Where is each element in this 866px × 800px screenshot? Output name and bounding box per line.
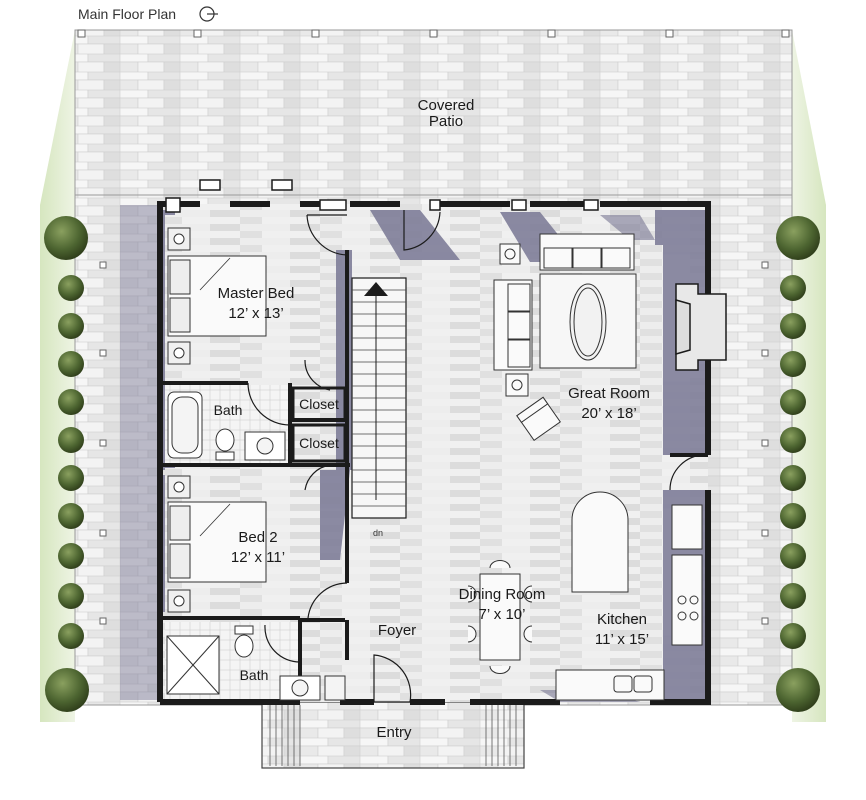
closets xyxy=(291,386,347,463)
great-room-label: Great Room xyxy=(568,385,650,402)
windows xyxy=(165,179,599,213)
dining-room-size: 7’ x 10’ xyxy=(479,606,526,623)
foyer-label: Foyer xyxy=(378,622,416,639)
great-room-furniture xyxy=(493,233,637,441)
master-bed-size: 12’ x 13’ xyxy=(228,305,283,322)
entry-steps xyxy=(261,701,525,769)
door-swings xyxy=(247,210,706,703)
kitchen-size: 11’ x 15’ xyxy=(595,631,649,648)
north-arrow-icon xyxy=(199,6,218,22)
room-labels: Covered Patio Master Bed 12’ x 13’ Bath … xyxy=(214,97,650,741)
kitchen-label: Kitchen xyxy=(597,611,647,628)
patio-label-2: Patio xyxy=(429,113,463,130)
patio-posts xyxy=(77,29,790,625)
stairs-label: dn xyxy=(373,528,383,538)
dining-set xyxy=(467,560,533,674)
bed2-furniture xyxy=(167,475,267,613)
patio-label-1: Covered xyxy=(418,97,475,114)
closet1-label: Closet xyxy=(299,396,339,412)
exterior-walls xyxy=(157,201,711,705)
great-room-size: 20’ x 18’ xyxy=(581,405,636,422)
staircase xyxy=(351,277,407,519)
shrubs-right xyxy=(776,216,820,712)
kitchen-fixtures xyxy=(555,491,703,701)
fireplace xyxy=(675,283,727,371)
shrubs-left xyxy=(44,216,89,712)
plan-title-group: Main Floor Plan xyxy=(78,6,218,22)
master-bed-label: Master Bed xyxy=(218,285,295,302)
bath2-label: Bath xyxy=(240,667,269,683)
bath1-label: Bath xyxy=(214,402,243,418)
bed2-label: Bed 2 xyxy=(238,529,277,546)
bath2-fixtures xyxy=(166,625,346,701)
entry-label: Entry xyxy=(376,724,412,741)
plan-title: Main Floor Plan xyxy=(78,6,176,22)
master-bed xyxy=(167,227,267,365)
closet2-label: Closet xyxy=(299,435,339,451)
dining-room-label: Dining Room xyxy=(459,586,546,603)
bath1-fixtures xyxy=(167,391,286,461)
bed2-size: 12’ x 11’ xyxy=(231,549,285,566)
